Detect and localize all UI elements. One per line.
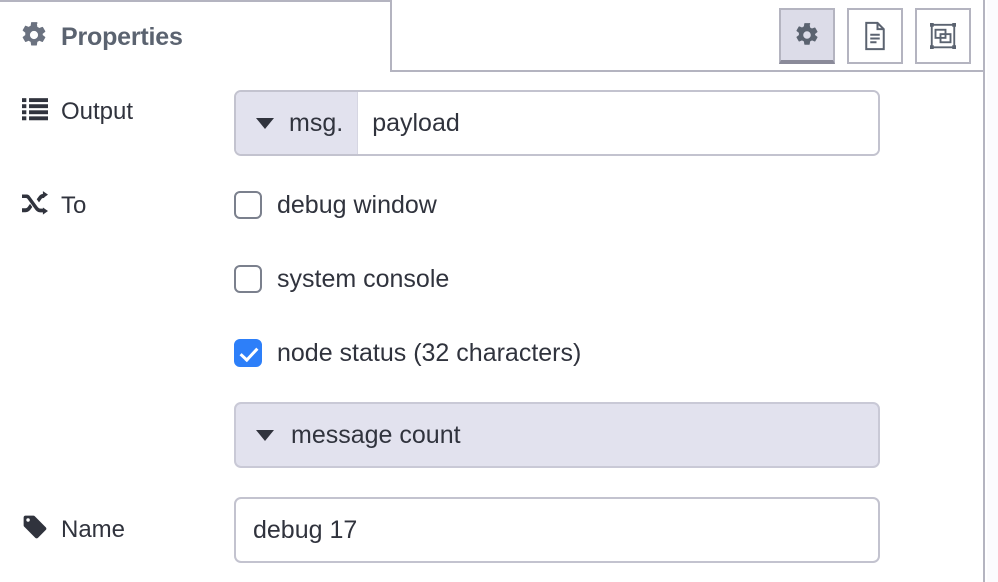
- status-type-select[interactable]: message count: [234, 402, 880, 468]
- debug-window-label: debug window: [277, 190, 437, 219]
- output-label: Output: [0, 90, 234, 134]
- to-label-text: To: [61, 192, 87, 219]
- to-field-area: debug window system console node status …: [234, 184, 880, 468]
- form-row-to: To debug window system console node stat…: [0, 184, 983, 468]
- name-label-text: Name: [61, 516, 126, 543]
- output-typed-input[interactable]: msg. payload: [234, 90, 880, 156]
- chevron-down-icon: [256, 117, 274, 129]
- output-type-select[interactable]: msg.: [236, 92, 359, 154]
- name-label: Name: [0, 497, 234, 563]
- shuffle-icon: [22, 190, 48, 222]
- debug-window-checkbox[interactable]: [234, 191, 262, 219]
- checkbox-row-debug-window[interactable]: debug window: [234, 187, 880, 223]
- description-tab-button[interactable]: [847, 8, 903, 64]
- name-field-area: debug 17: [234, 497, 880, 563]
- tab-properties[interactable]: Properties: [0, 0, 392, 72]
- system-console-label: system console: [277, 264, 450, 293]
- editor-tab-strip: Properties: [0, 0, 983, 72]
- header-button-group: [779, 8, 971, 64]
- chevron-down-icon: [256, 429, 274, 441]
- properties-tab-button[interactable]: [779, 8, 835, 64]
- tab-strip-underline: [391, 70, 983, 72]
- node-status-label: node status (32 characters): [277, 338, 582, 367]
- name-input[interactable]: debug 17: [234, 497, 880, 563]
- node-status-checkbox[interactable]: [234, 339, 262, 367]
- output-field-area: msg. payload: [234, 90, 880, 156]
- output-value-input[interactable]: payload: [358, 92, 878, 154]
- appearance-tab-button[interactable]: [915, 8, 971, 64]
- output-label-text: Output: [61, 98, 134, 125]
- output-type-label: msg.: [289, 108, 344, 137]
- form-row-name: Name debug 17: [0, 497, 983, 563]
- workspace-canvas[interactable]: [987, 0, 998, 582]
- checkbox-row-system-console[interactable]: system console: [234, 261, 880, 297]
- system-console-checkbox[interactable]: [234, 265, 262, 293]
- gear-icon: [20, 21, 48, 54]
- tag-icon: [22, 514, 48, 547]
- name-input-value: debug 17: [253, 515, 358, 544]
- form-row-output: Output msg. payload: [0, 90, 983, 156]
- list-icon: [22, 97, 48, 128]
- tab-properties-label: Properties: [61, 22, 183, 51]
- checkbox-row-node-status[interactable]: node status (32 characters): [234, 335, 880, 371]
- status-type-label: message count: [291, 420, 461, 449]
- to-label: To: [0, 184, 234, 228]
